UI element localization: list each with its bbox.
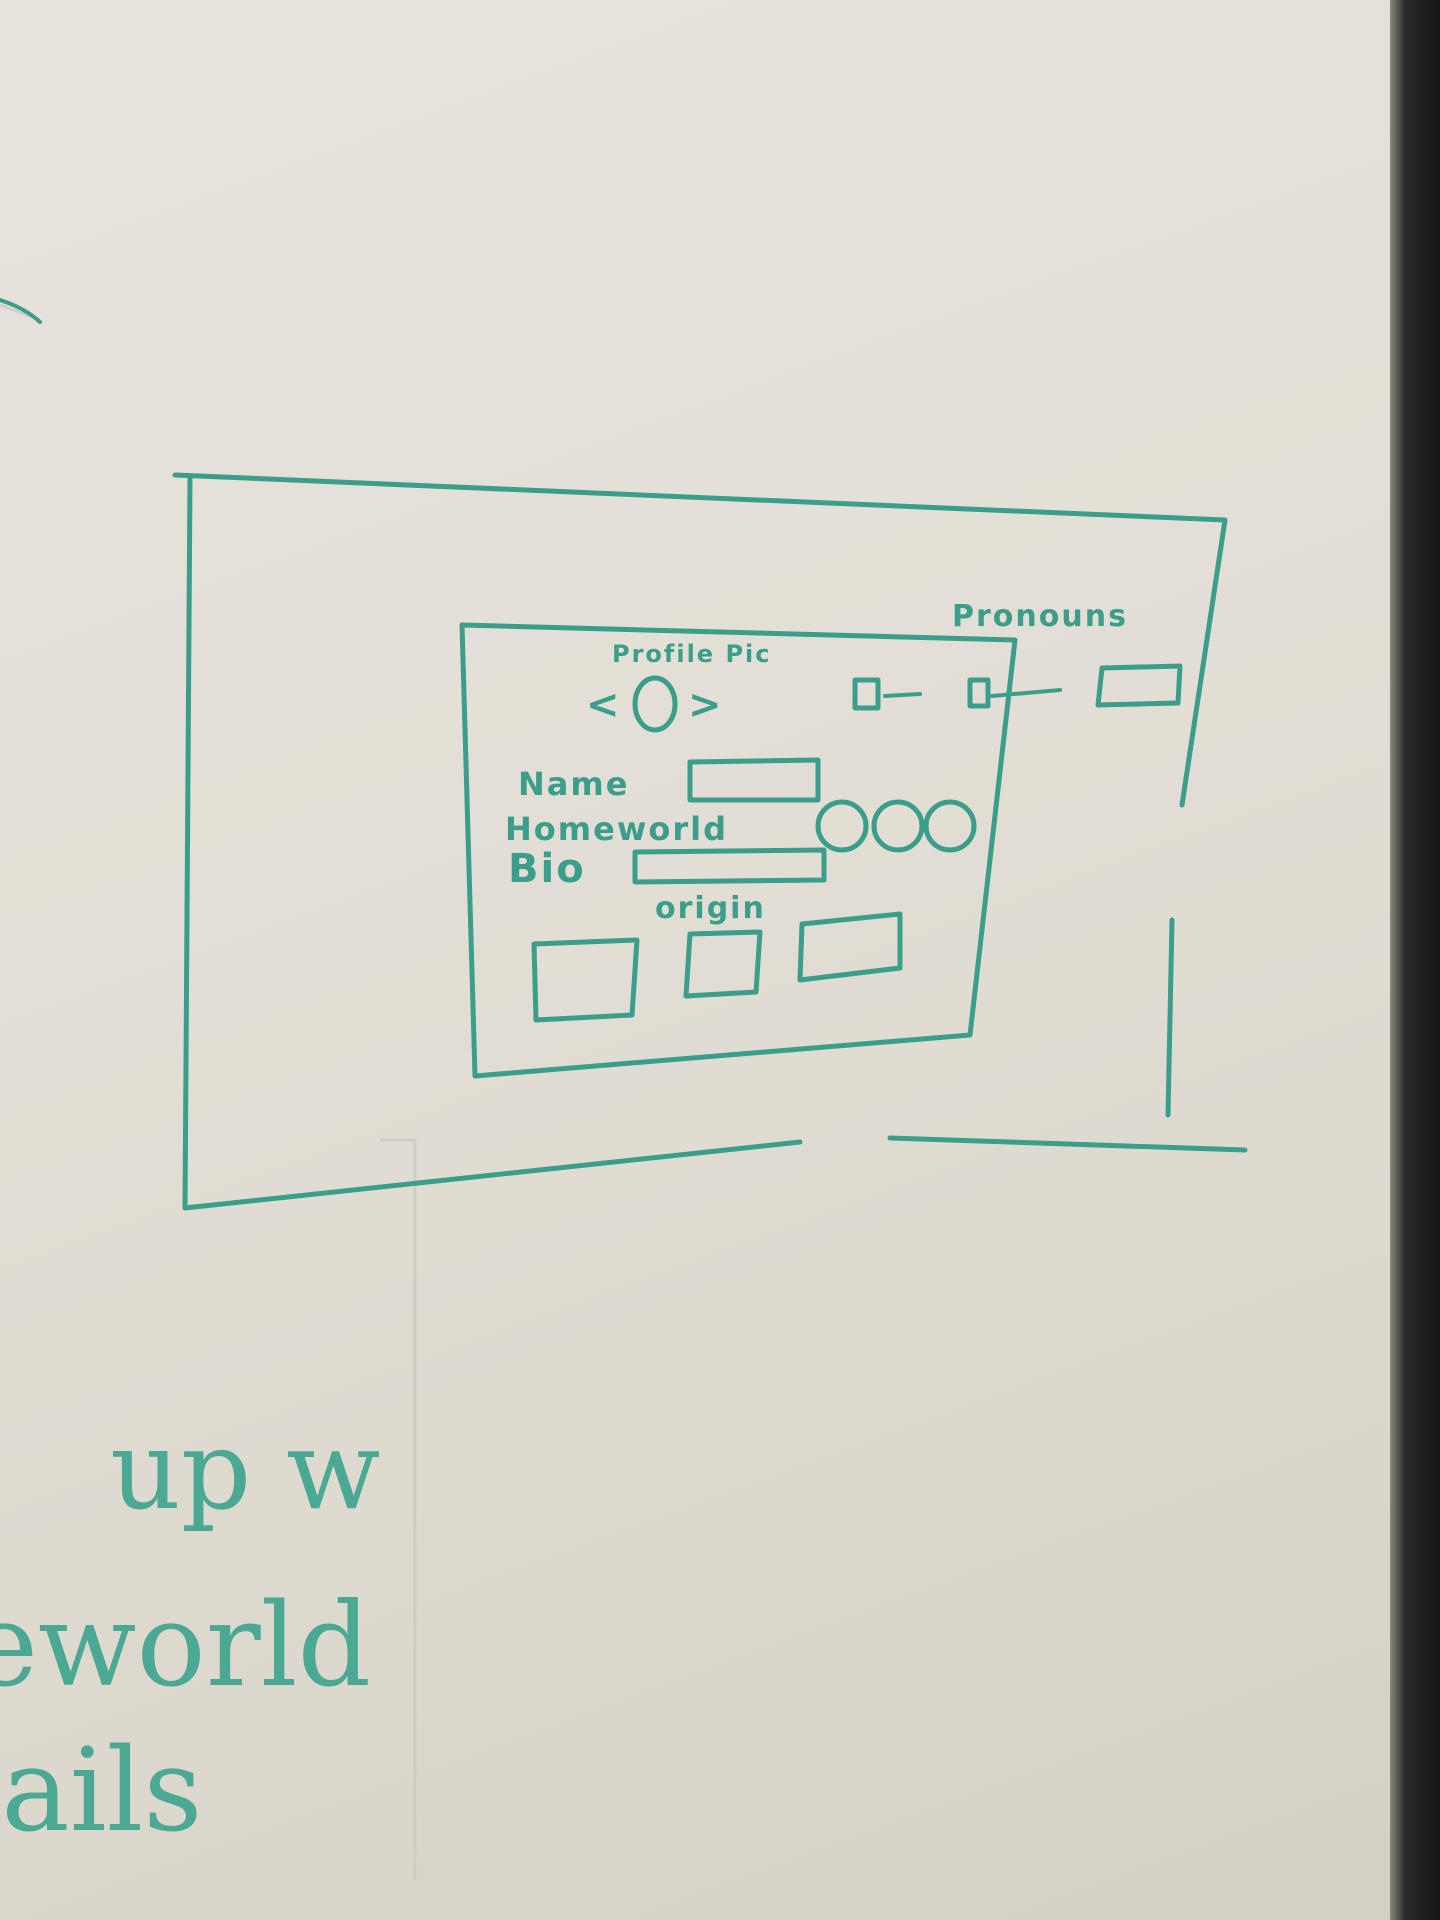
homeworld-radio[interactable] (815, 799, 869, 853)
homeworld-radio[interactable] (923, 799, 977, 853)
connector-line (990, 688, 1062, 698)
margin-note-line: tails (0, 1724, 202, 1858)
profile-card-frame (459, 622, 1018, 1079)
outer-screen-frame (172, 472, 1228, 808)
outer-screen-frame (182, 475, 803, 1211)
ghost-mark (380, 1138, 417, 1880)
profile-pic-label: Profile Pic (612, 640, 771, 668)
origin-label: origin (655, 891, 766, 926)
stray-stroke (0, 298, 42, 324)
margin-note-line: eworld (0, 1579, 371, 1713)
margin-note-line: up w (110, 1406, 380, 1534)
name-input[interactable] (687, 757, 821, 803)
outer-screen-frame (887, 1135, 1248, 1153)
bio-label: Bio (508, 846, 586, 892)
origin-option-card[interactable] (531, 937, 640, 1023)
whiteboard-frame-edge (1390, 0, 1440, 1920)
homeworld-radio[interactable] (871, 799, 925, 853)
pronouns-box[interactable] (1095, 663, 1183, 708)
profile-pic-placeholder (632, 675, 678, 733)
name-label: Name (518, 765, 629, 803)
homeworld-label: Homeworld (505, 810, 728, 848)
carousel-next-button[interactable]: > (688, 682, 724, 728)
pronouns-label: Pronouns (952, 599, 1128, 634)
connector-line (883, 692, 922, 698)
carousel-prev-button[interactable]: < (586, 682, 622, 728)
bio-input[interactable] (632, 847, 827, 885)
option-checkbox[interactable] (967, 677, 991, 709)
origin-option-card[interactable] (797, 911, 903, 983)
outer-screen-frame (1165, 917, 1175, 1118)
origin-option-card[interactable] (683, 929, 763, 999)
option-checkbox[interactable] (852, 677, 881, 711)
